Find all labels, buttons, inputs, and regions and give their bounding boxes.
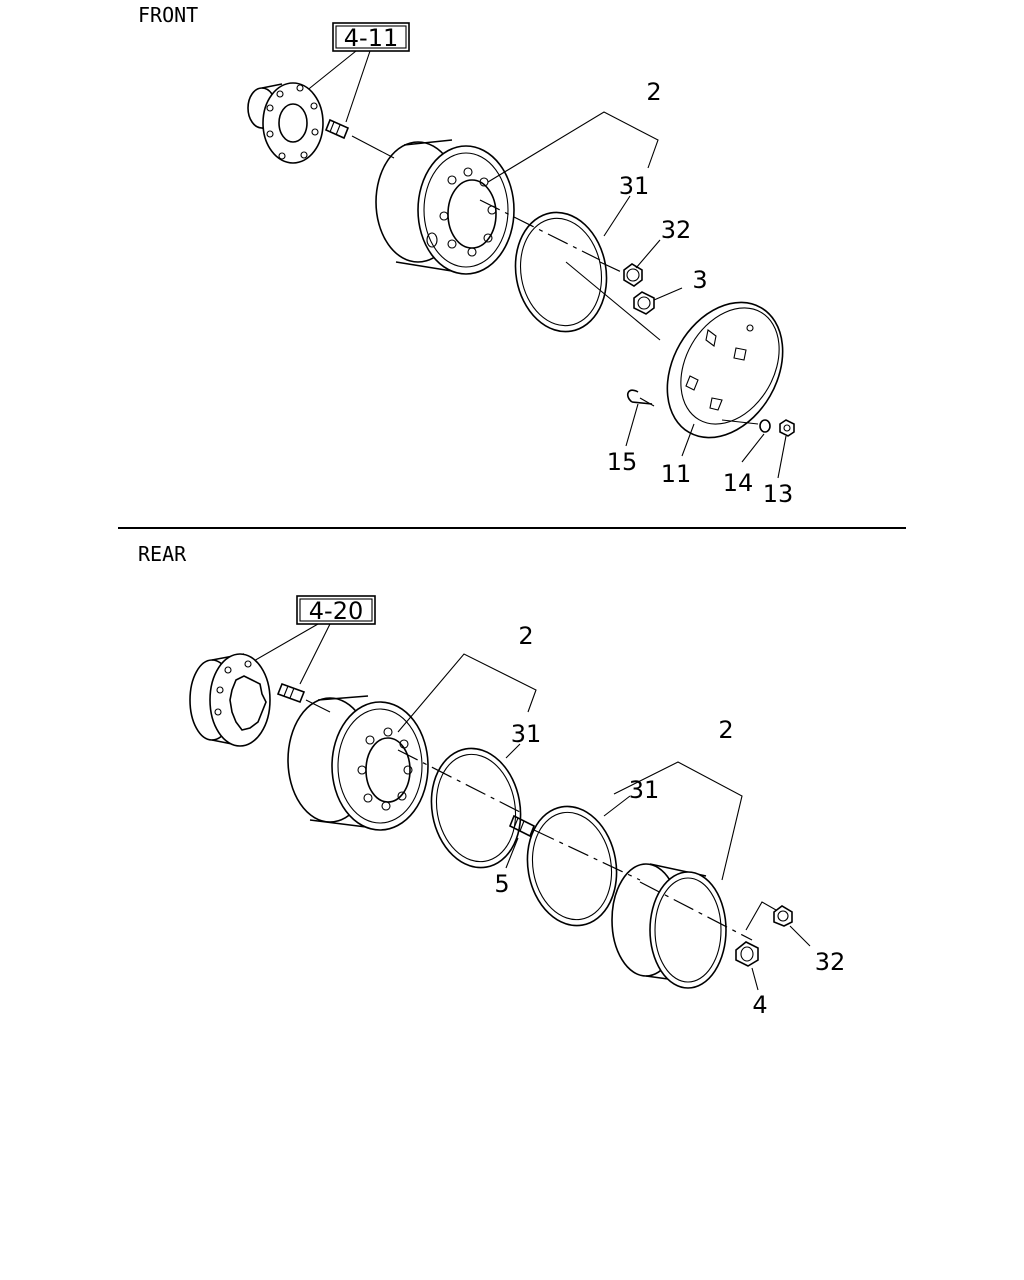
rear-callout-inner-wheel: 2: [518, 622, 533, 650]
rear-rim-inner-leader: [505, 743, 521, 759]
rear-section-title: REAR: [138, 542, 187, 566]
rear-cap-nut-leader: [789, 925, 811, 947]
front-nut-leader: [653, 287, 683, 301]
front-cover-link: [721, 419, 759, 425]
front-section: FRONT 4-11: [138, 3, 795, 508]
rear-axis-line-2: [397, 749, 521, 813]
rear-inner-wheel: [287, 695, 429, 831]
rear-stud-leader: [505, 837, 519, 869]
front-axis-line-2: [479, 199, 601, 261]
rear-axis-line-1: [305, 699, 331, 713]
rear-rim-outer-leader: [603, 795, 631, 817]
front-axis-line-1: [351, 135, 395, 159]
front-small-nut: [779, 419, 795, 437]
front-ref-box[interactable]: 4-11: [332, 22, 410, 52]
rear-axis-line-3: [533, 829, 641, 881]
front-cap-nut-leader: [635, 239, 661, 269]
rear-ref-box-label: 4-20: [309, 597, 363, 625]
rear-callout-rim-ring-outer: 31: [629, 776, 660, 804]
front-clip-leader: [625, 403, 639, 447]
rear-hub-stud: [276, 682, 306, 704]
front-small-nut-leader: [777, 435, 787, 479]
front-nut: [633, 291, 655, 315]
front-callout-rim-ring: 31: [619, 172, 650, 200]
rear-outer-wheel-leader: [613, 761, 743, 881]
rear-inner-wheel-leader: [397, 653, 537, 733]
front-callout-clip: 15: [607, 448, 638, 476]
front-axis-line-4: [565, 261, 661, 341]
front-cap-nut: [623, 263, 643, 287]
front-axis-line-3: [599, 261, 631, 277]
front-callout-cover: 11: [661, 460, 692, 488]
rear-callout-rim-ring-inner: 31: [511, 720, 542, 748]
front-callout-wheel: 2: [646, 78, 661, 106]
front-hub: [247, 82, 324, 164]
rear-cap-nut-link: [745, 901, 777, 931]
rear-nut-leader: [751, 967, 759, 991]
rear-axis-line-4: [639, 881, 753, 941]
front-ref-box-label: 4-11: [344, 24, 398, 52]
rear-callout-stud: 5: [494, 870, 509, 898]
rear-hub: [189, 653, 271, 747]
rear-section: REAR 4-20: [138, 542, 845, 1019]
front-washer: [759, 419, 771, 433]
rear-ref-box[interactable]: 4-20: [296, 595, 376, 625]
front-callout-cap-nut: 32: [661, 216, 692, 244]
rear-callout-outer-wheel: 2: [718, 716, 733, 744]
front-callout-nut: 3: [692, 266, 707, 294]
rear-ref-leaders: [251, 623, 331, 685]
front-cover-leader: [681, 423, 695, 457]
front-callout-small-nut: 13: [763, 480, 794, 508]
front-rim-leader: [603, 195, 631, 237]
rear-callout-cap-nut: 32: [815, 948, 846, 976]
front-wheel-cover: [666, 301, 784, 439]
rear-rim-ring-outer: [526, 805, 618, 927]
front-wheel-leader: [487, 111, 659, 183]
front-washer-leader: [741, 433, 765, 463]
rear-rim-ring-inner: [430, 747, 522, 869]
front-wheel: [375, 139, 515, 275]
front-rim-ring: [514, 211, 608, 333]
front-callout-washer: 14: [723, 469, 754, 497]
front-hub-stud: [324, 118, 350, 140]
front-section-title: FRONT: [138, 3, 198, 27]
rear-nut: [735, 941, 759, 967]
rear-stud: [508, 814, 536, 838]
front-clip: [626, 389, 655, 407]
rear-cap-nut: [773, 905, 793, 927]
rear-outer-wheel: [611, 863, 727, 989]
rear-callout-nut: 4: [752, 991, 767, 1019]
